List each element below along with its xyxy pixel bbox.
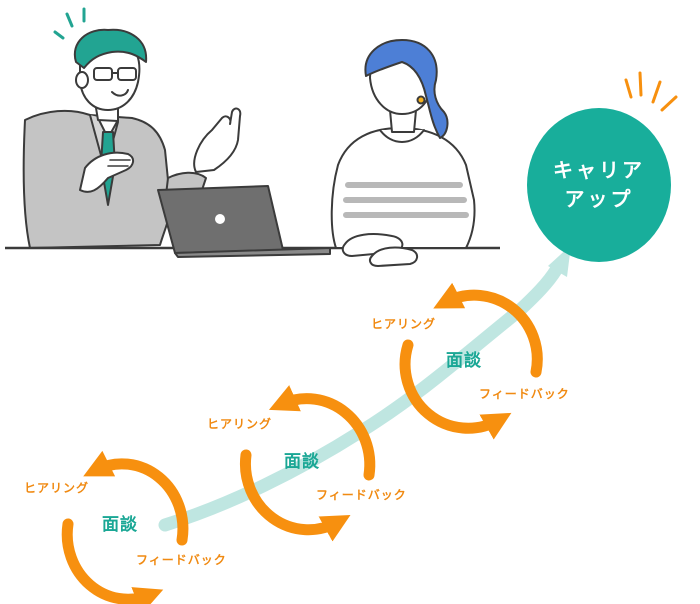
cycle-2-center-label: 面談 xyxy=(284,452,320,472)
cycle-2-feedback-label: フィードバック xyxy=(316,488,407,502)
cycle-arrows-3 xyxy=(399,282,543,440)
cycle-1-center-label: 面談 xyxy=(102,515,138,535)
cycle-1-feedback-label: フィードバック xyxy=(136,553,227,567)
client-illustration xyxy=(330,39,476,267)
career-up-goal: キャリア アップ xyxy=(527,108,671,262)
laptop-icon xyxy=(157,185,331,258)
cycle-3-hearing-label: ヒアリング xyxy=(371,317,437,331)
cycle-3-feedback-label: フィードバック xyxy=(479,387,570,401)
cycle-1-hearing-label: ヒアリング xyxy=(24,481,90,495)
burst-lines-icon xyxy=(624,71,678,112)
spark-lines-icon xyxy=(53,7,86,40)
goal-line-1: キャリア xyxy=(553,158,645,182)
cycle-arrows-2 xyxy=(239,385,376,542)
cycle-arrows-1 xyxy=(61,450,189,604)
cycle-2-hearing-label: ヒアリング xyxy=(207,417,273,431)
cycle-3-center-label: 面談 xyxy=(446,351,482,371)
growth-path-arrow xyxy=(158,245,571,532)
goal-line-2: アップ xyxy=(564,187,634,211)
